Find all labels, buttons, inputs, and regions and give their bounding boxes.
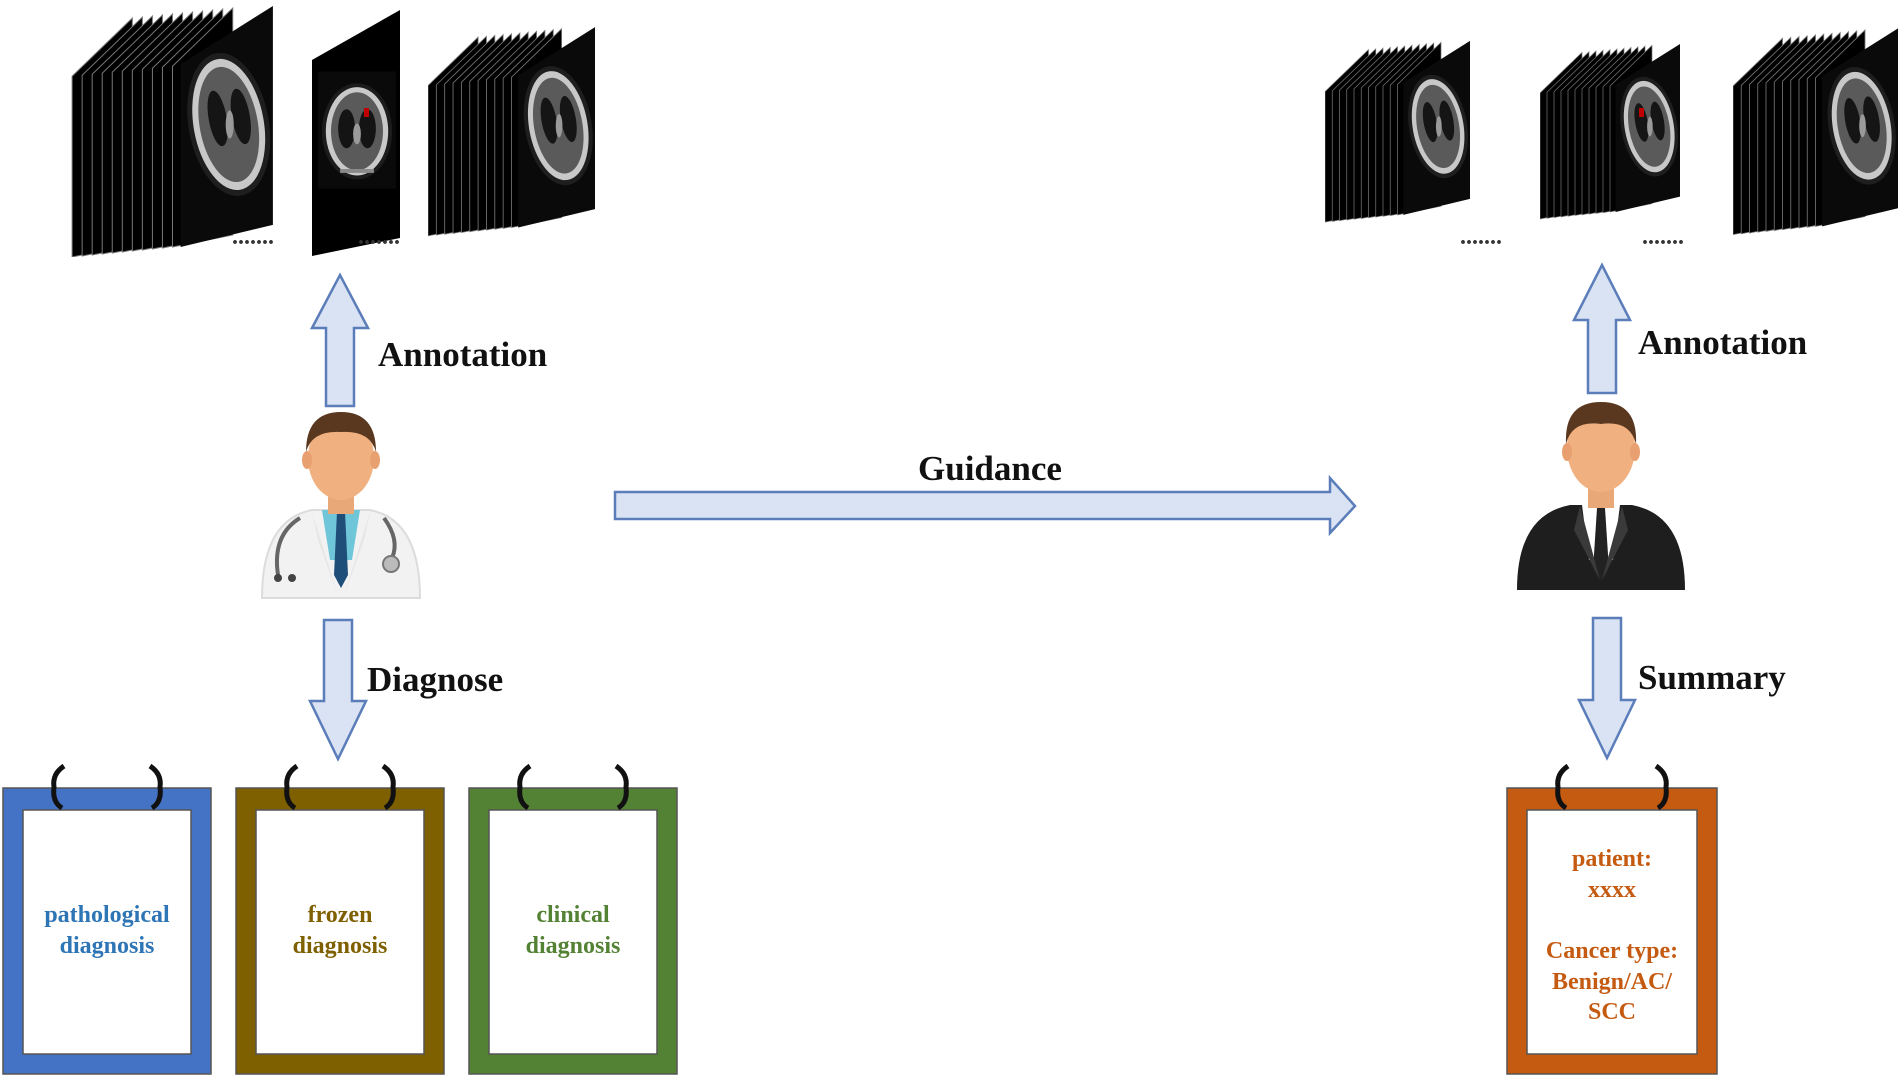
annotation-arrow-up-right <box>1571 262 1633 395</box>
ellipsis-label: ....... <box>1642 224 1684 250</box>
annotation-arrow-up-left <box>309 272 371 408</box>
binder-clip-icon <box>614 763 629 811</box>
ct-scan-stack-icon-annotated <box>1540 43 1680 220</box>
diagnose-label: Diagnose <box>367 660 503 699</box>
ct-scan-stack-icon <box>428 26 595 237</box>
card-paper <box>22 809 192 1055</box>
ellipsis-label: ....... <box>1460 224 1502 250</box>
annotation-label-right: Annotation <box>1638 323 1807 362</box>
binder-clip-icon <box>284 763 299 811</box>
ct-scan-stack-icon <box>1325 40 1470 223</box>
binder-clip-icon <box>517 763 532 811</box>
ellipsis-label: ....... <box>232 224 274 250</box>
guidance-label: Guidance <box>918 449 1062 488</box>
annotation-label-left: Annotation <box>378 335 547 374</box>
ct-scan-slice-annotated-icon <box>312 10 400 256</box>
clinical-diagnosis-card: clinical diagnosis <box>468 763 678 1075</box>
card-paper <box>255 809 425 1055</box>
ellipsis-label: ....... <box>358 224 400 250</box>
card-text-line: pathological <box>44 902 170 928</box>
binder-clip-icon <box>148 763 163 811</box>
card-text-line: diagnosis <box>526 933 621 959</box>
card-text-line: patient: <box>1572 846 1652 872</box>
card-text-line: SCC <box>1588 999 1636 1025</box>
ct-scan-stack-icon <box>1733 27 1898 236</box>
binder-clip-icon <box>1654 763 1669 811</box>
binder-clip-icon <box>1555 763 1570 811</box>
card-text-line: Cancer type: <box>1546 938 1678 964</box>
card-text-line: xxxx <box>1588 877 1636 903</box>
ct-scan-stack-icon <box>71 6 275 257</box>
binder-clip-icon <box>381 763 396 811</box>
binder-clip-icon <box>51 763 66 811</box>
pathological-diagnosis-card: pathological diagnosis <box>2 763 212 1075</box>
summary-arrow-down <box>1577 616 1637 761</box>
card-text-line: frozen <box>308 902 373 928</box>
card-paper <box>1526 809 1698 1055</box>
businessman-icon <box>1517 402 1685 590</box>
guidance-arrow-right <box>613 474 1357 537</box>
card-text-line: diagnosis <box>293 933 388 959</box>
summary-label: Summary <box>1638 658 1786 697</box>
diagnose-arrow-down <box>308 618 368 762</box>
card-text-line: diagnosis <box>60 933 155 959</box>
card-text-line: Benign/AC/ <box>1552 969 1672 995</box>
card-text-line: clinical <box>536 902 610 928</box>
doctor-icon <box>260 412 422 599</box>
card-paper <box>488 809 658 1055</box>
frozen-diagnosis-card: frozen diagnosis <box>235 763 445 1075</box>
